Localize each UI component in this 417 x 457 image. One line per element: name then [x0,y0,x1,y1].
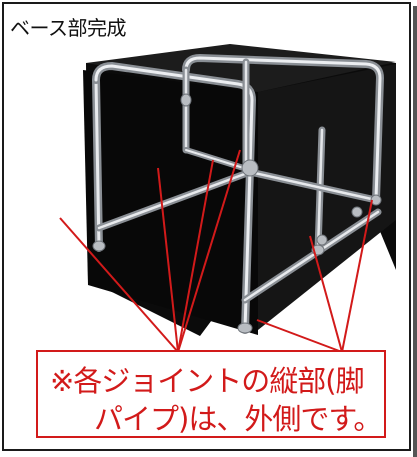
pipe-frame [92,53,385,334]
callout-box: ※各ジョイントの縦部(脚 パイプ)は、外側です。 [36,350,386,438]
callout-pointer-lines [59,149,373,353]
callout-text-line-1: ※各ジョイントの縦部(脚 [50,364,365,398]
figure-title: ベース部完成 [10,16,127,40]
frame-shadow [413,6,417,457]
pipe-joints [92,93,382,334]
callout-text-line-2: パイプ)は、外側です。 [94,402,382,436]
